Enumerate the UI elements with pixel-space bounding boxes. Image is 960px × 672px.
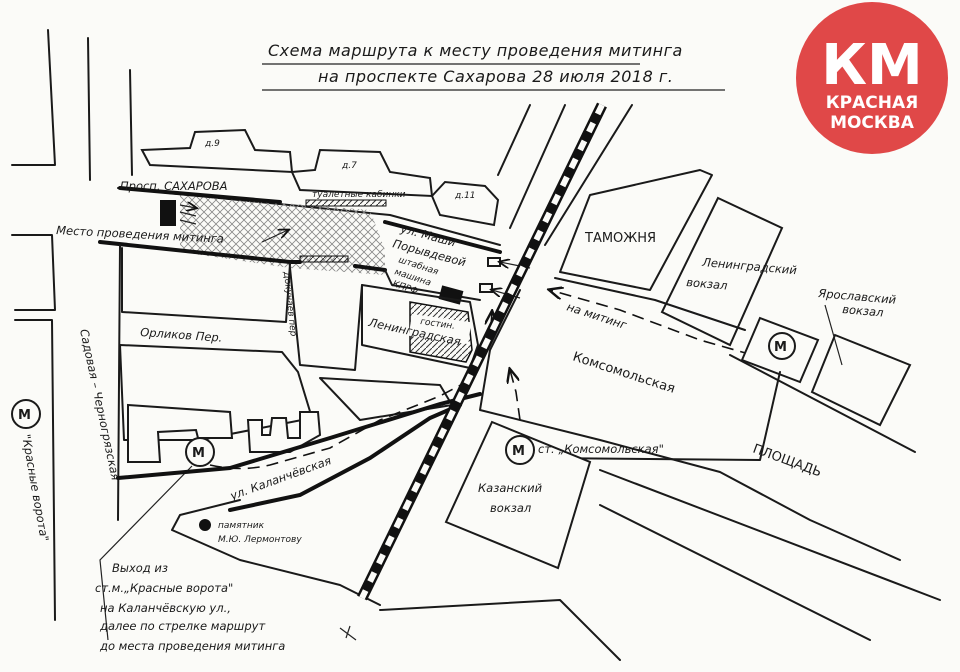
ul-mashi-poryvaevoy (383, 220, 502, 254)
ul-kalanchevskaya-south (228, 403, 462, 512)
railway-parallel-east (544, 104, 633, 246)
note-line-2: ст.м.„Красные ворота" (95, 581, 233, 595)
metro-krasnye-vorota-left (11, 399, 41, 429)
building-leningradsky-line2: вокзал (686, 275, 729, 293)
metro-krasnye-vorota-label: "Красные ворота" (19, 433, 52, 542)
monument-line2: М.Ю. Лермонтову (218, 535, 302, 545)
building-kazansky-vokzal (444, 420, 592, 570)
building-d9 (140, 128, 294, 174)
logo-letters: КМ (821, 33, 923, 98)
small-marker-2 (479, 283, 493, 293)
street-ploshchad: ПЛОЩАДЬ (751, 442, 824, 481)
road-komsomolskaya-south (479, 289, 901, 561)
street-sadovaya: Садовая – Черногрязская (77, 328, 123, 482)
building-yaroslavsky-line2: вокзал (842, 302, 885, 320)
railway-parallel-west-2 (497, 104, 531, 176)
street-orlikov: Орликов Пер. (140, 325, 223, 345)
building-d11-label: д.11 (454, 191, 476, 201)
building-d7-label: д.7 (341, 161, 357, 171)
street-na-miting: на митинг (565, 300, 629, 333)
road-monument-loop (171, 499, 381, 606)
building-kazansky-line1: Казанский (478, 481, 543, 495)
logo-line1: КРАСНАЯ (826, 93, 918, 113)
street-kalanchevskaya: ул. Каланчёвская (227, 453, 333, 503)
small-marker-1 (487, 257, 501, 267)
metro-krasnye-vorota-exit (185, 437, 215, 467)
building-d7 (290, 148, 434, 198)
logo-circle (796, 2, 948, 154)
metro-symbol-left: М (18, 408, 31, 423)
metro-komsomolskaya-east (768, 332, 796, 360)
prosp-sakharova-south-edge-2 (353, 264, 387, 272)
map-title-line2: на проспекте Сахарова 28 июля 2018 г. (318, 67, 673, 86)
building-d11 (430, 180, 500, 227)
route-arrow-komsomolskaya (510, 370, 521, 421)
road-komsomolskaya-east (729, 354, 916, 453)
map-title-line1: Схема маршрута к месту проведения митинг… (268, 41, 683, 60)
building-yaroslavsky-line1: Ярославский (817, 286, 897, 307)
note-line-4: далее по стрелке маршрут (99, 619, 265, 633)
prosp-sakharova-south-edge (98, 240, 302, 264)
note-line-1: Выход из (112, 561, 168, 575)
road-sadovaya-west (117, 244, 121, 521)
metro-komsomolskaya-south (505, 435, 535, 465)
street-komsomolskaya: Комсомольская (571, 350, 677, 397)
block-orlikov-north (121, 247, 291, 323)
road-south-east-2 (599, 504, 871, 641)
note-line-3: на Каланчёвскую ул., (100, 601, 231, 615)
road-komsomolskaya-north (554, 277, 746, 331)
building-tamozhnya-label: ТАМОЖНЯ (584, 231, 656, 246)
building-kalanchevskaya-1 (127, 403, 234, 463)
toilets-label: туалетные кабинки (312, 190, 406, 200)
logo-line2: МОСКВА (830, 113, 915, 133)
road-left-edge-2 (11, 234, 56, 311)
road-east-vertical (539, 371, 781, 461)
road-top-left-2 (129, 69, 133, 176)
prosp-sakharova-north-thick (118, 186, 282, 204)
hq-car-marker (438, 285, 464, 305)
note-line-5: до места проведения митинга (99, 639, 285, 653)
toilets-marker (305, 199, 387, 207)
road-top-left (87, 37, 91, 181)
route-arrow-na-miting (550, 290, 771, 361)
railway-outline (357, 102, 607, 601)
metro-symbol-east: М (774, 340, 787, 355)
railway-parallel-west (509, 104, 566, 229)
hotel-label-line1: гостин. (420, 317, 456, 332)
route-arrow-kalanchevskaya (209, 312, 492, 470)
street-dokuchaev: Докучаев пер (281, 270, 298, 337)
monument-marker (199, 519, 211, 531)
building-d9-label: д.9 (204, 139, 220, 149)
street-prosp-sakharova: Просп. САХАРОВА (120, 179, 228, 193)
metro-symbol-exit: М (192, 446, 205, 461)
fence-marker (299, 255, 349, 263)
block-dokuchaev (289, 267, 363, 371)
road-left-edge (11, 29, 56, 166)
metro-symbol-south: М (512, 444, 525, 459)
building-leningradsky-vokzal (660, 196, 784, 347)
metro-komsomolskaya-label: ст. „Комсомольская" (538, 442, 664, 456)
building-yaroslavsky-vokzal (810, 333, 912, 427)
road-south-station (379, 599, 621, 661)
building-kazansky-line2: вокзал (490, 501, 532, 515)
road-left-edge-3 (14, 319, 56, 621)
building-tamozhnya (559, 169, 713, 291)
monument-line1: памятник (218, 521, 265, 531)
stage-marker (160, 200, 176, 226)
road-south-east (599, 469, 941, 601)
krasnaya-moskva-logo: КМ КРАСНАЯ МОСКВА (796, 2, 948, 154)
